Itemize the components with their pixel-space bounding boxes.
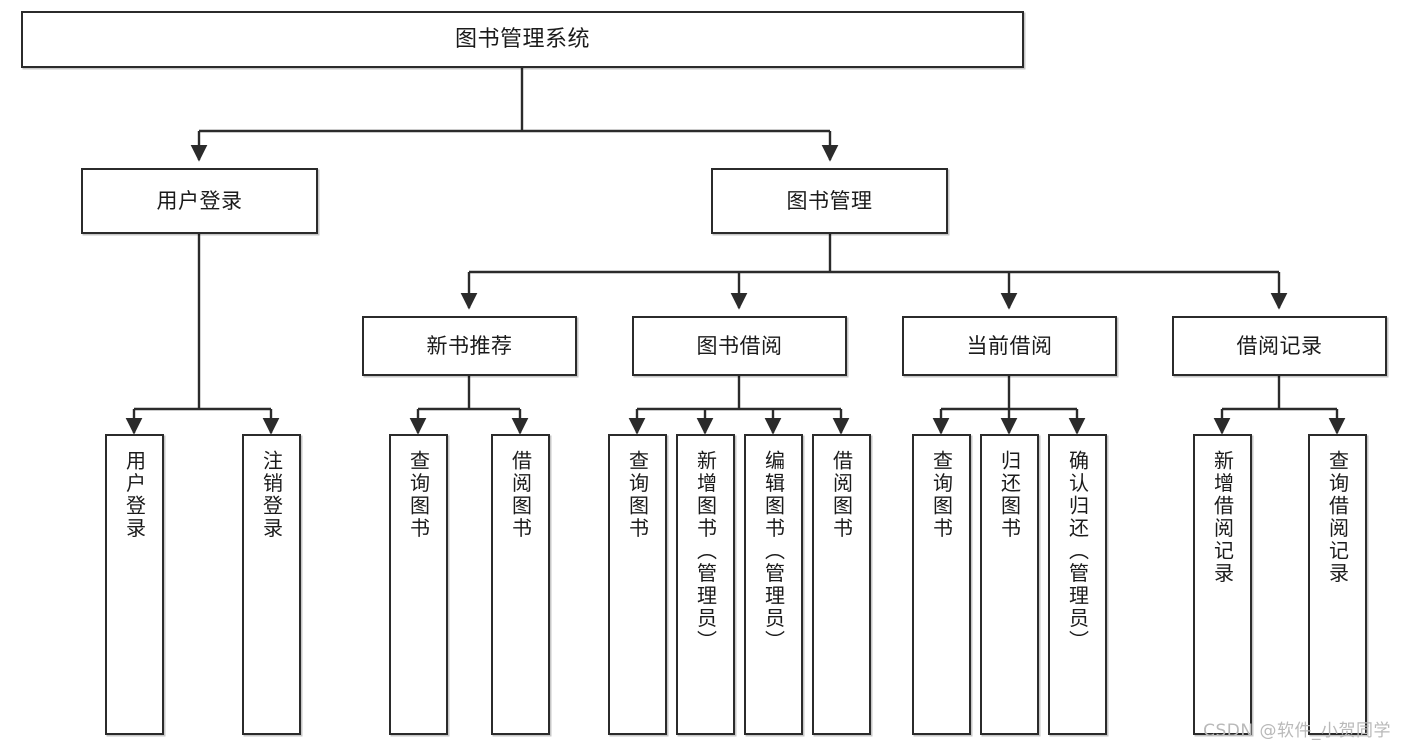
node-label: 归还图书 [997, 450, 1022, 540]
node-book-management[interactable]: 图书管理 [711, 168, 948, 234]
node-label: 用户登录 [122, 450, 147, 540]
leaf-user-login[interactable]: 用户登录 [105, 434, 164, 735]
node-label: 注销登录 [259, 450, 284, 540]
leaf-confirm-return-admin[interactable]: 确认归还（管理员） [1048, 434, 1107, 735]
leaf-query-borrow-record[interactable]: 查询借阅记录 [1308, 434, 1367, 735]
leaf-borrow-book[interactable]: 借阅图书 [812, 434, 871, 735]
node-label: 新增图书（管理员） [693, 450, 718, 653]
leaf-add-borrow-record[interactable]: 新增借阅记录 [1193, 434, 1252, 735]
leaf-query-book-borrow[interactable]: 查询图书 [608, 434, 667, 735]
node-label: 当前借阅 [966, 333, 1053, 358]
leaf-query-book-current[interactable]: 查询图书 [912, 434, 971, 735]
node-current-borrow[interactable]: 当前借阅 [902, 316, 1117, 376]
leaf-query-book-recommend[interactable]: 查询图书 [389, 434, 448, 735]
node-label: 查询图书 [406, 450, 431, 540]
node-label: 图书借阅 [696, 333, 783, 358]
node-label: 查询图书 [625, 450, 650, 540]
node-book-borrow[interactable]: 图书借阅 [632, 316, 847, 376]
leaf-edit-book-admin[interactable]: 编辑图书（管理员） [744, 434, 803, 735]
watermark-text: CSDN @软件_小贺同学 [1203, 721, 1391, 741]
node-label: 查询借阅记录 [1325, 450, 1350, 585]
node-label: 确认归还（管理员） [1065, 450, 1090, 653]
node-label: 图书管理 [786, 188, 873, 213]
node-borrow-record[interactable]: 借阅记录 [1172, 316, 1387, 376]
node-label: 借阅图书 [508, 450, 533, 540]
node-user-login[interactable]: 用户登录 [81, 168, 318, 234]
node-label: 用户登录 [156, 188, 243, 213]
leaf-return-book[interactable]: 归还图书 [980, 434, 1039, 735]
leaf-borrow-book-recommend[interactable]: 借阅图书 [491, 434, 550, 735]
node-root-book-management-system[interactable]: 图书管理系统 [21, 11, 1024, 68]
node-label: 查询图书 [929, 450, 954, 540]
node-label: 新增借阅记录 [1210, 450, 1235, 585]
node-new-book-recommend[interactable]: 新书推荐 [362, 316, 577, 376]
node-label: 借阅图书 [829, 450, 854, 540]
leaf-add-book-admin[interactable]: 新增图书（管理员） [676, 434, 735, 735]
node-label: 新书推荐 [426, 333, 513, 358]
leaf-logout-login[interactable]: 注销登录 [242, 434, 301, 735]
node-label: 编辑图书（管理员） [761, 450, 786, 653]
node-label: 图书管理系统 [454, 26, 590, 52]
node-label: 借阅记录 [1236, 333, 1323, 358]
